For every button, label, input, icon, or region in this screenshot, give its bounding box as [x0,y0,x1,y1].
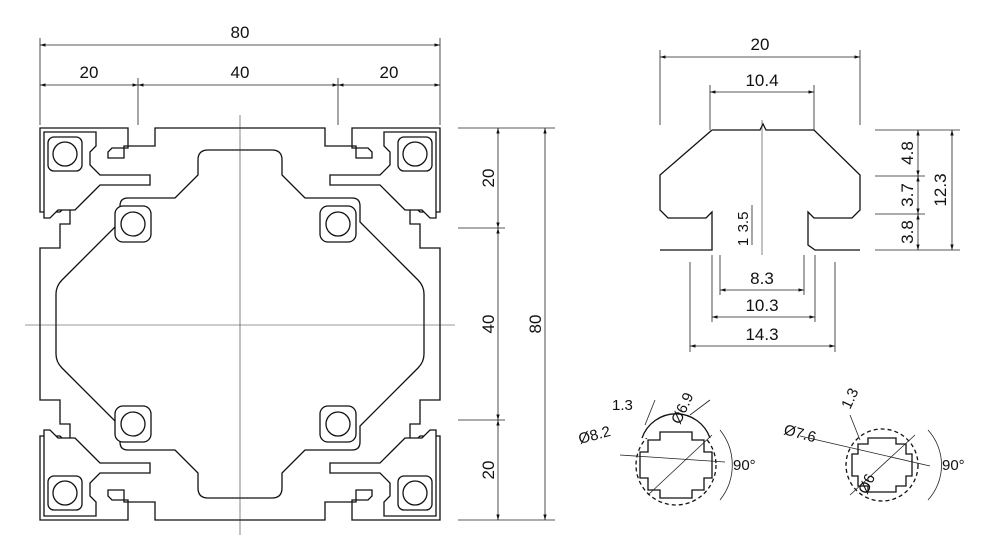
main-side-dimensions: 20 40 20 80 [458,127,555,521]
inner-hole-br [319,405,357,443]
corner-hole-tl [47,136,83,172]
hole-right-outer-diameter: Ø7.6 [782,421,818,446]
slot-detail: 20 10.4 4.8 3.7 3.8 12.3 3.5 1 8.3 10.3 [659,35,960,352]
dim-slot-103: 10.3 [745,296,778,315]
hole-left-rib: 1.3 [612,397,633,414]
hole-detail-left: 1.3 Ø6.9 Ø8.2 90° [577,390,756,506]
hole-right-angle: 90° [942,457,965,474]
dim-slot-143: 14.3 [745,325,778,344]
dim-slot-123: 12.3 [931,173,950,206]
hole-right-inner-diameter: Ø6 [855,471,879,496]
dim-height-mid: 40 [479,315,498,334]
inner-hole-tr [319,205,357,243]
dim-slot-48: 4.8 [898,141,917,165]
dim-slot-83: 8.3 [750,269,774,288]
dim-height-top: 20 [479,169,498,188]
main-profile [25,115,455,535]
hole-detail-right: 1.3 Ø7.6 Ø6 90° [782,386,965,502]
inner-hole-bl [114,405,152,443]
corner-hole-tr [397,136,433,172]
dim-overall-width: 80 [231,23,250,42]
dim-slot-opening: 10.4 [745,71,778,90]
inner-hole-tl [114,205,152,243]
corner-hole-bl [47,475,83,511]
dim-slot-37: 3.7 [898,183,917,207]
hole-left-outer-diameter: Ø8.2 [577,423,613,448]
dim-overall-height: 80 [526,315,545,334]
dim-segment-mid: 40 [231,63,250,82]
hole-left-angle: 90° [733,457,756,474]
main-top-dimensions: 80 20 40 20 [39,23,441,125]
dim-slot-outer-width: 20 [751,35,770,54]
corner-hole-br [397,475,433,511]
hole-right-rib: 1.3 [838,386,862,412]
dim-slot-1: 1 [735,238,752,246]
slot-profile [659,122,861,251]
dim-slot-38: 3.8 [898,220,917,244]
dim-segment-right: 20 [380,63,399,82]
dim-height-bottom: 20 [479,461,498,480]
dim-segment-left: 20 [80,63,99,82]
dim-slot-35: 3.5 [735,212,752,233]
